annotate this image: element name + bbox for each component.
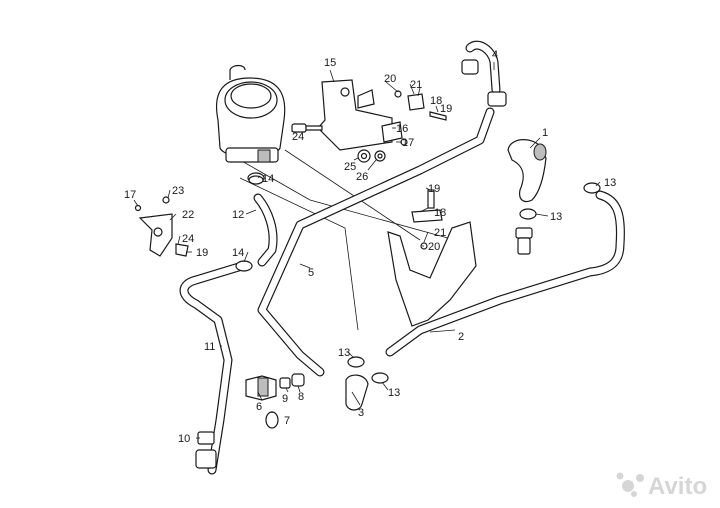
callout-25: 25 <box>344 161 356 173</box>
callout-17-b: 17 <box>124 189 136 201</box>
callout-13-c: 13 <box>338 347 350 359</box>
callout-2: 2 <box>458 331 464 343</box>
avito-dots-icon <box>616 472 644 497</box>
callout-9: 9 <box>282 393 288 405</box>
hose-4 <box>257 40 507 377</box>
callout-19-c: 19 <box>196 247 208 259</box>
callout-23: 23 <box>172 185 184 197</box>
callout-10: 10 <box>178 433 190 445</box>
callout-24-b: 24 <box>182 233 194 245</box>
callout-14-b: 14 <box>232 247 244 259</box>
callout-13-b: 13 <box>550 211 562 223</box>
callout-11: 11 <box>204 341 215 353</box>
callout-22: 22 <box>182 209 194 221</box>
watermark-text: Avito <box>648 473 707 500</box>
hose-3-elbow <box>345 374 369 411</box>
callout-17-a: 17 <box>402 137 414 149</box>
hose-1-elbow <box>507 139 547 203</box>
callout-20-a: 20 <box>384 73 396 85</box>
callout-1: 1 <box>542 127 548 139</box>
callout-8: 8 <box>298 391 304 403</box>
callout-16: 16 <box>396 123 408 135</box>
callout-19-a: 19 <box>440 103 452 115</box>
hose-11 <box>179 260 253 475</box>
reservoir-bracket <box>317 79 403 151</box>
callout-21-a: 21 <box>410 79 422 91</box>
callout-20-b: 20 <box>428 241 440 253</box>
callout-15: 15 <box>324 57 336 69</box>
clamp-14-upper <box>248 175 264 185</box>
callout-leaders <box>133 62 601 439</box>
power-steering-reservoir <box>216 64 286 163</box>
callout-21-b: 21 <box>434 227 446 239</box>
callout-5: 5 <box>308 267 314 279</box>
fitting-6-group <box>245 373 305 429</box>
callout-3: 3 <box>358 407 364 419</box>
callout-7: 7 <box>284 415 290 427</box>
callout-13-a: 13 <box>604 177 616 189</box>
callout-18-a: 18 <box>430 95 442 107</box>
bracket-22 <box>134 196 189 257</box>
callout-4: 4 <box>492 49 498 61</box>
callout-24-a: 24 <box>292 131 304 143</box>
avito-watermark: Avito <box>616 472 707 500</box>
reference-lines <box>239 149 456 331</box>
fitting-10 <box>195 431 217 469</box>
bolt-24-upper <box>291 123 323 133</box>
callout-6: 6 <box>256 401 262 413</box>
callout-14-a: 14 <box>262 173 274 185</box>
hose-clamps-13 <box>347 182 601 384</box>
mounting-bracket-center <box>387 189 477 327</box>
callout-12: 12 <box>232 209 244 221</box>
clamp-group-top <box>394 90 447 146</box>
hose-12 <box>247 172 278 267</box>
washers-25-26 <box>357 149 386 163</box>
callout-13-d: 13 <box>388 387 400 399</box>
callout-18-b: 18 <box>434 207 446 219</box>
callout-numbers: 1 2 3 4 5 6 7 8 9 10 11 12 13 13 13 13 1… <box>124 49 616 445</box>
hose-2 <box>385 190 625 357</box>
callout-26: 26 <box>356 171 368 183</box>
fitting-adapter <box>515 227 533 255</box>
callout-19-b: 19 <box>428 183 440 195</box>
